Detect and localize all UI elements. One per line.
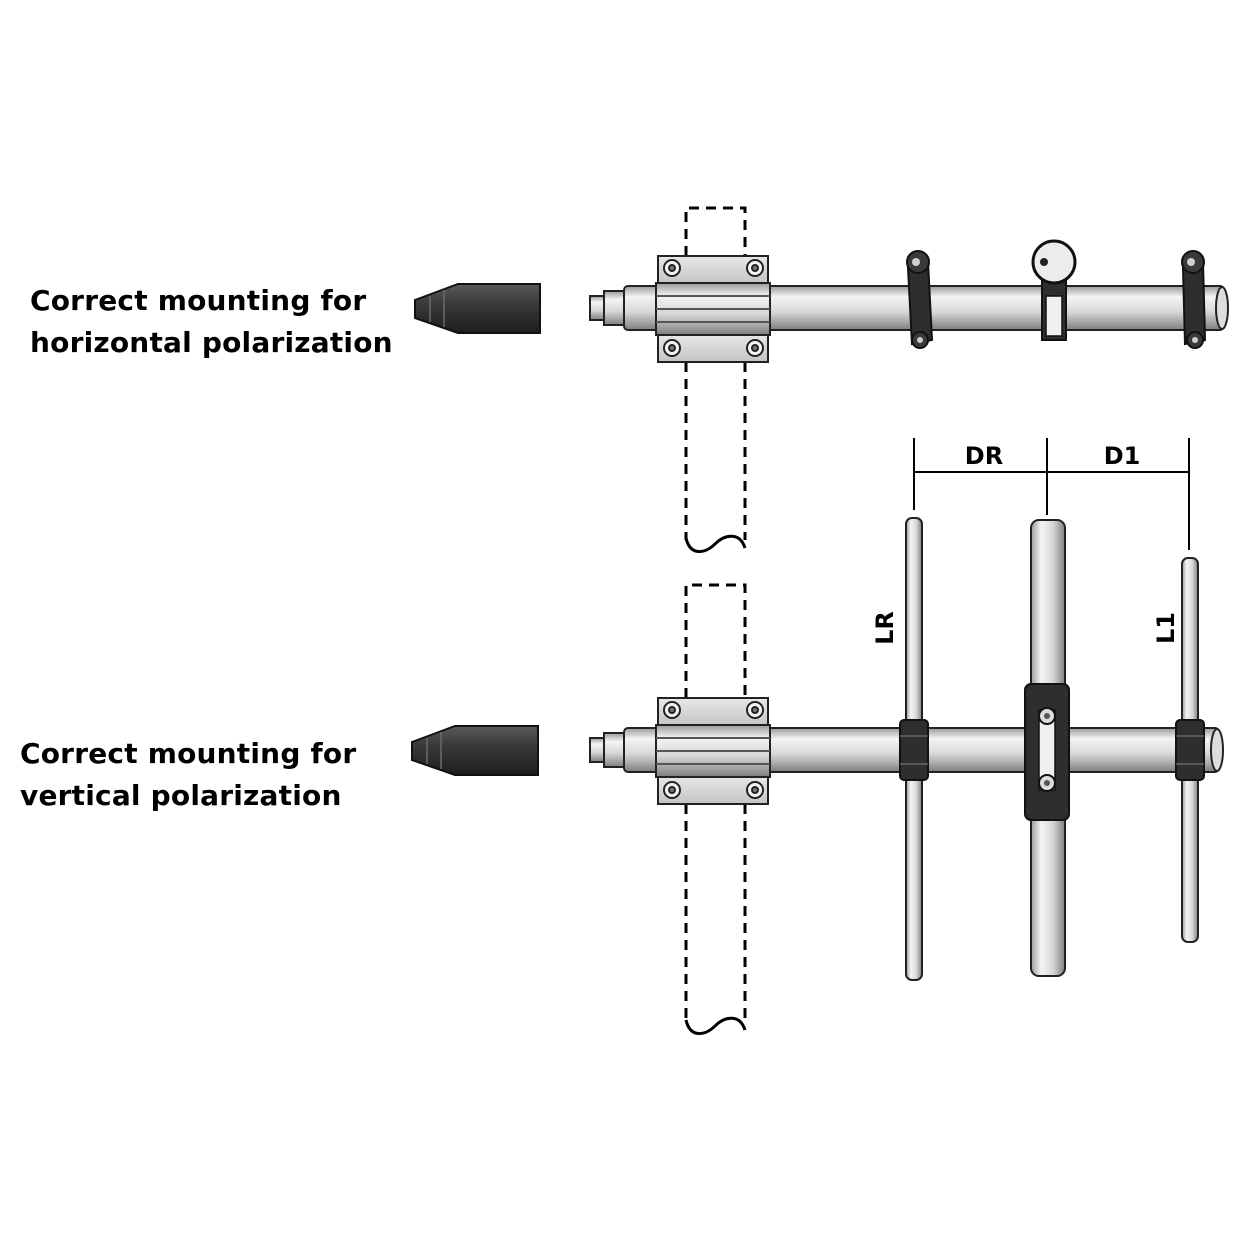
mast-break-v [684, 1016, 747, 1035]
caption-vertical-line1: Correct mounting for [20, 737, 357, 770]
vertical-assembly [411, 517, 1224, 1035]
connector-h [589, 290, 627, 326]
mount-clamp-h [655, 255, 771, 363]
dimension-label-d1: D1 [1104, 442, 1141, 470]
end-cap-v [411, 725, 539, 776]
horizontal-assembly [414, 206, 1229, 553]
mast-break-h [684, 534, 747, 553]
element-clamp-director-h [1181, 250, 1207, 349]
caption-vertical-line2: vertical polarization [20, 779, 342, 812]
caption-horizontal-line1: Correct mounting for [30, 284, 367, 317]
dimension-label-lr: LR [871, 611, 899, 645]
connector-v [589, 732, 627, 768]
clamp-bolts-v [663, 701, 764, 799]
caption-horizontal-line2: horizontal polarization [30, 326, 393, 359]
mast-dashed-lower-v [684, 804, 747, 1022]
mount-clamp-v [655, 697, 771, 805]
element-clamp-director-v [1175, 719, 1205, 781]
mast-dashed-upper-h [684, 206, 747, 256]
caption-horizontal: Correct mounting for horizontal polariza… [30, 280, 393, 364]
boom-end-h [1215, 286, 1229, 330]
end-cap-h [414, 283, 541, 334]
boom-end-v [1210, 728, 1224, 772]
mast-dashed-lower-h [684, 362, 747, 540]
caption-vertical: Correct mounting for vertical polarizati… [20, 733, 356, 817]
element-clamp-dipole-h [1031, 239, 1077, 341]
dimension-lines [913, 438, 1190, 550]
element-clamp-reflector-h [906, 250, 934, 349]
mast-dashed-upper-v [684, 583, 747, 698]
element-clamp-reflector-v [899, 719, 929, 781]
dimension-label-dr: DR [965, 442, 1003, 470]
element-clamp-dipole-v [1024, 683, 1070, 821]
dimension-label-l1: L1 [1152, 612, 1180, 644]
clamp-bolts-h [663, 259, 764, 357]
